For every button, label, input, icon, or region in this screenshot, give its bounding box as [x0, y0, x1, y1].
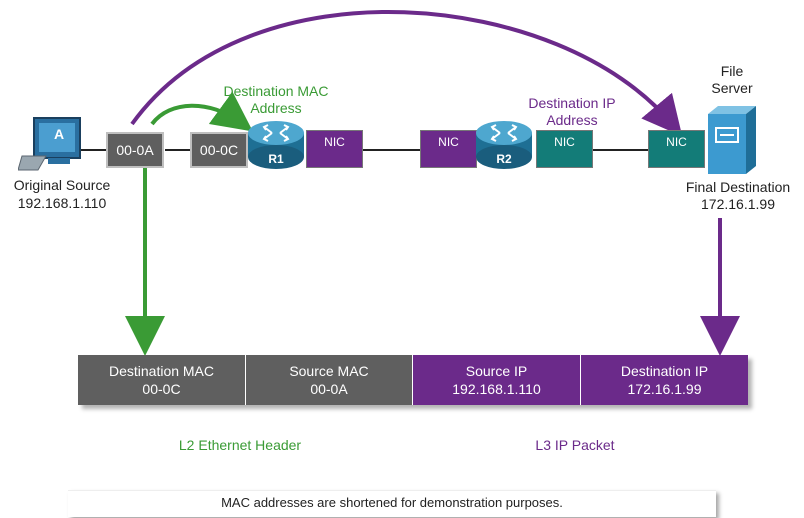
- final-destination-ip: 172.16.1.99: [701, 196, 775, 212]
- header-source-mac-title: Source MAC: [289, 363, 369, 379]
- header-dest-mac-value: 00-0C: [142, 381, 181, 397]
- ip-path-arrow: [130, 9, 683, 137]
- mac-path-arrow: [150, 91, 253, 132]
- file-server-icon: [706, 106, 756, 174]
- original-source-label: Original Source: [13, 177, 111, 193]
- final-destination-label: Final Destination: [685, 179, 791, 195]
- file-server-title-2: Server: [711, 80, 753, 96]
- router-r1-icon: R1: [246, 117, 306, 171]
- computer-letter: A: [53, 126, 65, 142]
- r2-inbound-nic: NIC: [420, 130, 477, 168]
- router-r1-label: R1: [268, 152, 284, 166]
- router-mac-box: 00-0C: [190, 132, 248, 168]
- header-dest-mac: Destination MAC 00-0C: [78, 355, 245, 405]
- header-source-mac: Source MAC 00-0A: [246, 355, 412, 405]
- header-dest-mac-title: Destination MAC: [108, 363, 215, 379]
- original-source-ip: 192.168.1.110: [17, 195, 107, 211]
- header-dest-ip: Destination IP 172.16.1.99: [581, 355, 748, 405]
- header-source-mac-value: 00-0A: [310, 381, 348, 397]
- r1-outbound-nic: NIC: [306, 130, 363, 168]
- computer-icon: A: [17, 112, 88, 174]
- file-server-title-1: File: [720, 63, 744, 79]
- header-dest-ip-title: Destination IP: [620, 363, 709, 379]
- router-r2-label: R2: [496, 152, 512, 166]
- dest-ip-callout-1: Destination IP: [528, 95, 616, 111]
- l3-ip-packet-label: L3 IP Packet: [535, 437, 615, 453]
- header-source-ip: Source IP 192.168.1.110: [413, 355, 580, 405]
- header-source-ip-title: Source IP: [465, 363, 528, 379]
- header-dest-ip-value: 172.16.1.99: [627, 381, 702, 397]
- host-mac-box: 00-0A: [106, 132, 164, 168]
- r2-outbound-nic: NIC: [536, 130, 593, 168]
- router-r2-icon: R2: [474, 117, 534, 171]
- l2-ethernet-header-label: L2 Ethernet Header: [178, 437, 302, 453]
- dest-mac-callout-1: Destination MAC: [223, 83, 329, 99]
- server-nic: NIC: [648, 130, 705, 168]
- dest-mac-callout-2: Address: [250, 100, 302, 116]
- header-source-ip-value: 192.168.1.110: [452, 381, 541, 397]
- dest-ip-callout-2: Address: [546, 112, 598, 128]
- footnote: MAC addresses are shortened for demonstr…: [68, 490, 716, 517]
